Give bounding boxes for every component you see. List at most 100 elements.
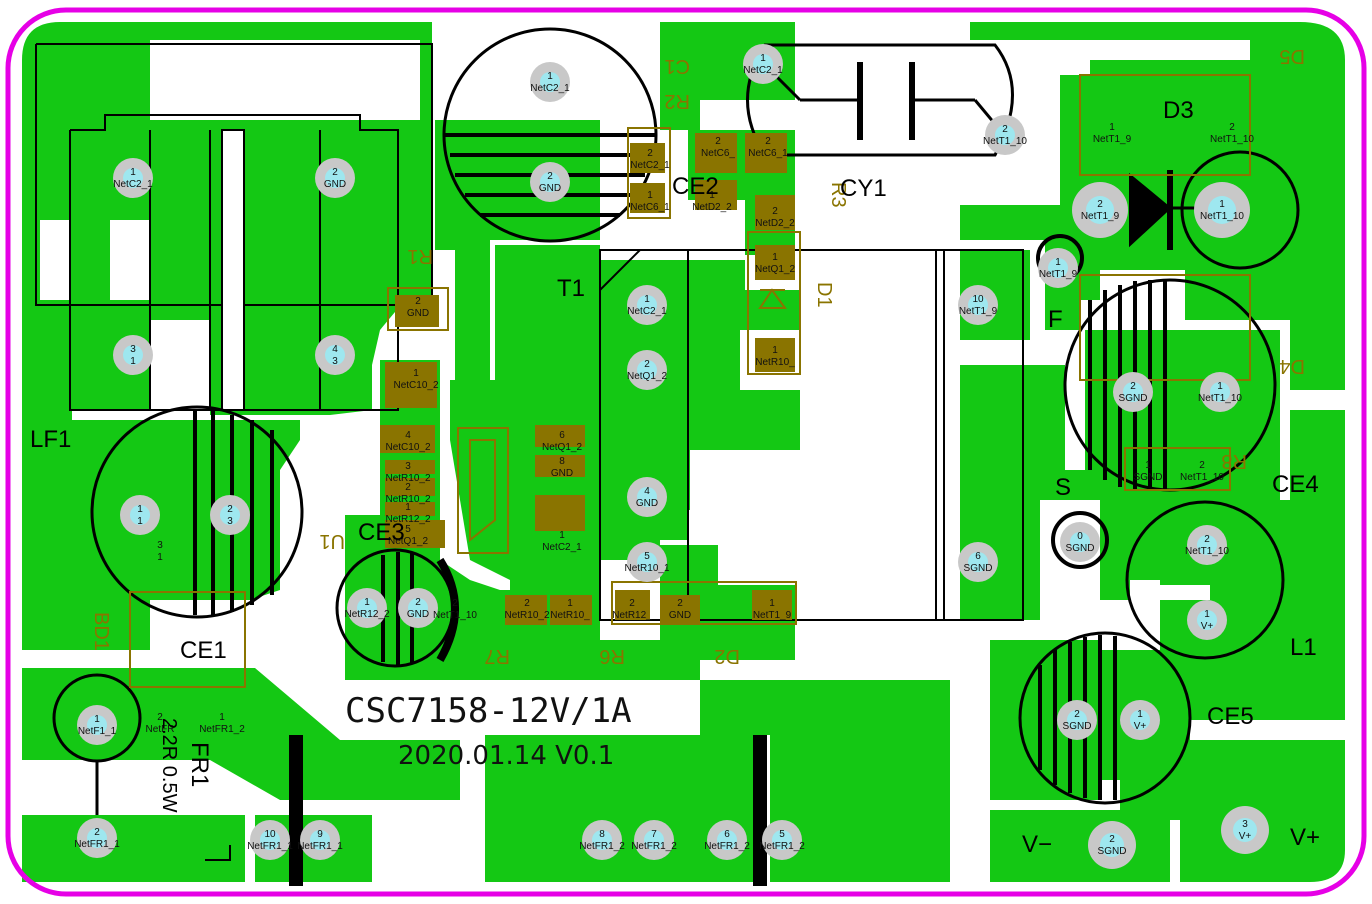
smd-pad-number: 1 bbox=[709, 190, 715, 201]
smd-pad-net-name: NetR12_2 bbox=[385, 514, 430, 525]
pad-number: 2 bbox=[644, 359, 650, 370]
pad-hole bbox=[1123, 382, 1143, 402]
pad-number: 10 bbox=[972, 294, 984, 305]
pad-net-name: 3 bbox=[332, 356, 338, 367]
pad: 3V+ bbox=[1221, 806, 1269, 854]
pad-net-name: NetFR1_1 bbox=[74, 839, 120, 850]
pad-hole bbox=[995, 125, 1015, 145]
pad-number: 6 bbox=[724, 829, 730, 840]
pad-net-name: SGND bbox=[964, 563, 993, 574]
pad-net-name: NetT1_9 bbox=[1081, 211, 1120, 222]
smd-pad-number: 1 bbox=[772, 252, 778, 263]
pad-net-name: 1 bbox=[137, 516, 143, 527]
pad-net-name: 3 bbox=[227, 516, 233, 527]
pad-net-name: NetT1_10 bbox=[983, 136, 1027, 147]
smd-pad-net-name: NetR10_ bbox=[755, 357, 795, 368]
label-bd1: BD1 bbox=[90, 612, 112, 651]
pad-number: 3 bbox=[1242, 819, 1248, 830]
pad-hole bbox=[540, 172, 560, 192]
pad-number: 2 bbox=[332, 167, 338, 178]
smd-pad-number: 1 bbox=[413, 368, 419, 379]
pad-number: 1 bbox=[94, 714, 100, 725]
pad-hole bbox=[644, 830, 664, 850]
smd-pad-number: 4 bbox=[405, 430, 411, 441]
smd-pad-net-name: GND bbox=[669, 610, 691, 621]
smd-pad-net-name: NetT1_10 bbox=[433, 610, 477, 621]
pad-hole bbox=[1210, 382, 1230, 402]
label-ce4: CE4 bbox=[1272, 471, 1319, 498]
pad-number: 1 bbox=[130, 167, 136, 178]
pad-hole bbox=[1070, 532, 1090, 552]
label-r2: R2 bbox=[664, 90, 690, 112]
label-lf1: LF1 bbox=[30, 426, 71, 453]
smd-pad-net-name: NetR10_2 bbox=[504, 610, 549, 621]
smd-pad-number: 1 bbox=[1145, 460, 1151, 471]
pad-number: 1 bbox=[1137, 709, 1143, 720]
label-r8: R8 bbox=[1221, 450, 1247, 472]
pad-net-name: NetT1_9 bbox=[959, 306, 998, 317]
smd-pad-net-name: GND bbox=[407, 308, 429, 319]
pad-hole bbox=[592, 830, 612, 850]
pad-number: 8 bbox=[599, 829, 605, 840]
smd-pad-number: 1 bbox=[559, 530, 565, 541]
smd-pad-number: 3 bbox=[405, 461, 411, 472]
label-s: S bbox=[1055, 474, 1071, 501]
smd-pad-net-name: NetC2_1 bbox=[630, 160, 670, 171]
pad: 1V+ bbox=[1120, 700, 1160, 740]
smd-pad-number: 2 bbox=[452, 598, 458, 609]
board-title: CSC7158-12V/1A bbox=[345, 691, 632, 731]
pad-number: 2 bbox=[227, 504, 233, 515]
board-outline bbox=[5, 7, 1367, 897]
pad-number: 7 bbox=[651, 829, 657, 840]
pad: 31 bbox=[113, 335, 153, 375]
pad-net-name: NetR12_2 bbox=[344, 609, 389, 620]
pad-number: 5 bbox=[779, 829, 785, 840]
smd-pad-net-name: NetC6_1 bbox=[630, 202, 670, 213]
smd-pad-number: 1 bbox=[772, 345, 778, 356]
pad-number: 2 bbox=[1097, 199, 1103, 210]
pad-number: 2 bbox=[547, 171, 553, 182]
label-d4: D4 bbox=[1279, 355, 1305, 377]
pad-net-name: SGND bbox=[1098, 846, 1127, 857]
pad-net-name: NetFR1_1 bbox=[247, 841, 293, 852]
pad-number: 2 bbox=[94, 827, 100, 838]
smd-pad-number: 8 bbox=[559, 456, 565, 467]
smd-pad-number: 2 bbox=[765, 136, 771, 147]
pad-hole bbox=[1086, 196, 1114, 224]
label-r6: R6 bbox=[599, 645, 625, 667]
pad: 11 bbox=[120, 495, 160, 535]
pad-number: 10 bbox=[264, 829, 276, 840]
pad-number: 1 bbox=[644, 294, 650, 305]
smd-pad-number: 2 bbox=[647, 148, 653, 159]
pad-net-name: V+ bbox=[1201, 621, 1214, 632]
smd-pad-number: 2 bbox=[772, 206, 778, 217]
pad-net-name: NetFR1_2 bbox=[759, 841, 805, 852]
pad-hole bbox=[325, 168, 345, 188]
pad-hole bbox=[130, 505, 150, 525]
smd-pad-number: 2 bbox=[1229, 122, 1235, 133]
pad-net-name: GND bbox=[324, 179, 346, 190]
smd-pad-net-name: NetQ1_2 bbox=[388, 536, 428, 547]
label-c1: C1 bbox=[664, 55, 690, 77]
pad-net-name: NetT1_9 bbox=[1039, 269, 1078, 280]
smd-pad-net-name: NetC10_2 bbox=[393, 380, 438, 391]
pad-net-name: NetFR1_2 bbox=[631, 841, 677, 852]
component-labels: LF1 CE1 BD1 FR1 2.2R 0.5W CE3 U1 R1 R2 C… bbox=[30, 45, 1320, 858]
smd-pad-number: 3 bbox=[157, 540, 163, 551]
label-f: F bbox=[1048, 306, 1063, 333]
pad-hole bbox=[87, 715, 107, 735]
pad: 23 bbox=[210, 495, 250, 535]
copper-layer bbox=[22, 22, 1345, 882]
